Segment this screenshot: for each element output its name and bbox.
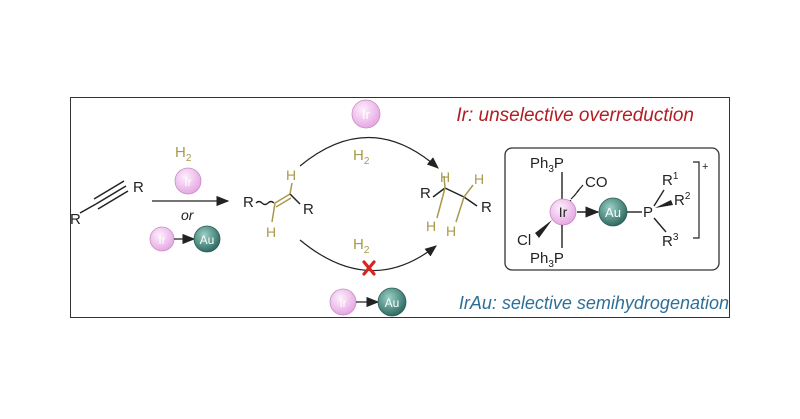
irau-caption: IrAu: selective semihydrogenation <box>459 293 729 313</box>
h2-label-left: H2 <box>175 144 192 164</box>
alkyne-r-right: R <box>133 179 144 196</box>
svg-text:Ir: Ir <box>184 175 191 189</box>
cross-mark <box>362 260 376 276</box>
irau-complex-left: Ir Au <box>149 225 221 253</box>
alkane-r-right: R <box>481 199 492 216</box>
ir-center: Ir <box>559 204 568 220</box>
alkane-h-1: H <box>440 169 450 185</box>
or-label: or <box>181 207 195 223</box>
irau-complex-bottom: Ir Au <box>329 287 407 317</box>
ph3p-bottom: Ph3P <box>530 250 564 270</box>
alkane-h-3: H <box>426 218 436 234</box>
svg-text:Ir: Ir <box>362 107 371 122</box>
r3-label: R3 <box>662 232 679 250</box>
alkane <box>432 175 478 223</box>
svg-text:Ir: Ir <box>158 233 165 247</box>
alkane-h-4: H <box>446 223 456 239</box>
ir-ball-left: Ir <box>174 167 202 195</box>
ir-caption: Ir: unselective overreduction <box>456 105 694 126</box>
r2-label: R2 <box>674 191 691 209</box>
alkane-r-left: R <box>420 185 431 202</box>
alkyne-r-left: R <box>70 211 81 228</box>
h2-label-bottom: H2 <box>353 236 370 256</box>
svg-text:Ir: Ir <box>339 296 346 310</box>
alkyne <box>79 180 129 214</box>
scheme-frame <box>70 97 730 318</box>
svg-text:Au: Au <box>385 296 400 310</box>
ir-ball-top: Ir <box>351 99 381 129</box>
overreduction-arrow <box>299 136 439 169</box>
alkene <box>255 182 301 223</box>
alkene-r-right: R <box>303 201 314 218</box>
alkene-r-left: R <box>243 194 254 211</box>
co-ligand: CO <box>585 174 608 191</box>
cl-ligand: Cl <box>517 232 531 249</box>
irau-complex-structure: + Ph3P CO Ir Cl Ph3P Au P R1 <box>504 147 720 271</box>
au-center: Au <box>605 205 621 220</box>
ph3p-top: Ph3P <box>530 155 564 175</box>
svg-text:Au: Au <box>200 233 215 247</box>
alkene-h-bottom: H <box>266 224 276 240</box>
p-atom: P <box>643 204 653 221</box>
alkene-h-top: H <box>286 167 296 183</box>
r1-label: R1 <box>662 171 679 189</box>
h2-label-top: H2 <box>353 147 370 167</box>
alkane-h-2: H <box>474 171 484 187</box>
charge-label: + <box>702 161 708 173</box>
